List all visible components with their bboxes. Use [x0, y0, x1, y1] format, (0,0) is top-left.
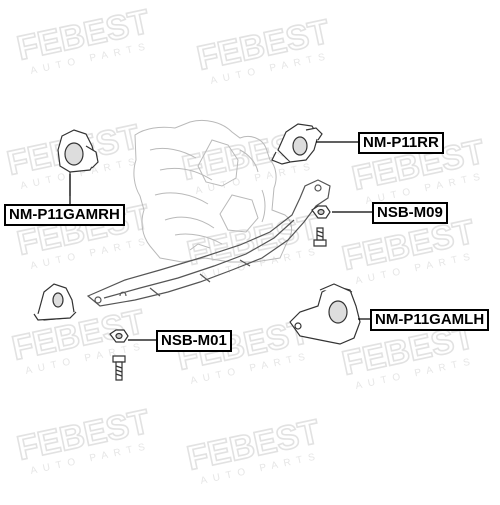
- part-label-nm-p11rr: NM-P11RR: [358, 132, 444, 154]
- engine-block-drawing: [133, 119, 293, 263]
- part-label-nsb-m01: NSB-M01: [156, 330, 232, 352]
- leader-lines: [69, 141, 372, 341]
- watermark-logo: FEBEST AUTO PARTS: [183, 412, 324, 487]
- part-label-nm-p11gamlh: NM-P11GAMLH: [370, 309, 490, 331]
- part-label-nsb-m09: NSB-M09: [372, 202, 448, 224]
- right-mount-drawing: [57, 129, 99, 196]
- bolt-m01-drawing: [112, 355, 126, 381]
- watermark-layer: FEBEST AUTO PARTS FEBEST AUTO PARTS FEBE…: [3, 2, 489, 487]
- bolt-m09-drawing: [313, 227, 327, 247]
- crossmember-drawing: [86, 179, 331, 307]
- nut-m09-drawing: [311, 205, 331, 219]
- watermark-logo: FEBEST AUTO PARTS: [13, 2, 154, 77]
- watermark-logo: FEBEST AUTO PARTS: [13, 402, 154, 477]
- part-label-nm-p11gamrh: NM-P11GAMRH: [4, 204, 125, 226]
- watermark-logo: FEBEST AUTO PARTS: [8, 302, 149, 377]
- watermark-logo: FEBEST AUTO PARTS: [193, 12, 334, 87]
- watermark-logo: FEBEST AUTO PARTS: [338, 212, 479, 287]
- rear-mount-drawing: [271, 123, 323, 165]
- watermark-logo: FEBEST AUTO PARTS: [183, 207, 324, 282]
- nut-m01-drawing: [109, 329, 129, 343]
- left-small-mount-drawing: [33, 283, 77, 321]
- left-mount-drawing: [289, 283, 361, 345]
